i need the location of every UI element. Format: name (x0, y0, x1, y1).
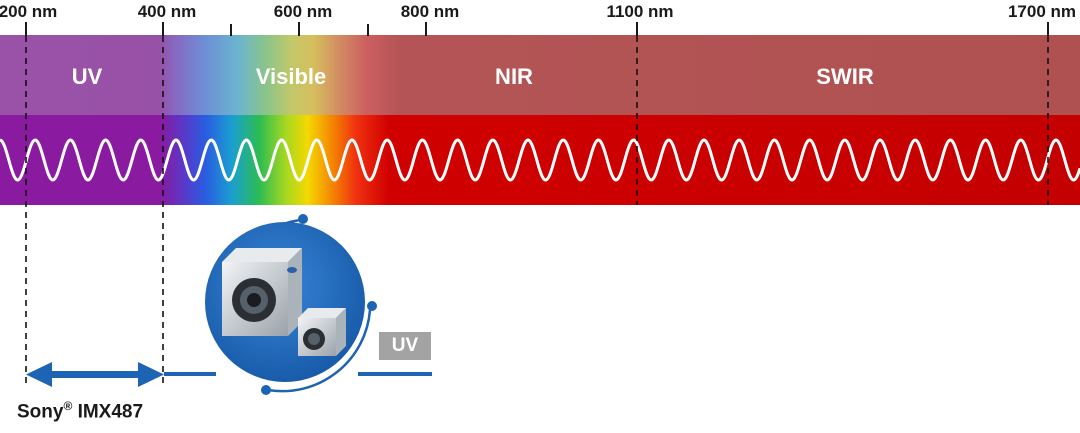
boundary-lines (25, 36, 1049, 385)
camera-small (298, 308, 346, 356)
band-label-nir: NIR (495, 64, 533, 89)
range-connector-right (358, 372, 432, 376)
range-connector-left (164, 372, 216, 376)
band-label-uv: UV (71, 64, 103, 89)
band-label-visible: Visible (255, 64, 327, 89)
sensor-model: IMX487 (77, 401, 144, 423)
uv-badge: UV (379, 332, 431, 360)
tick-label-1700nm: 1700 nm (1007, 2, 1077, 21)
camera-product-disc (205, 214, 377, 395)
tick-label-600nm: 600 nm (273, 2, 333, 21)
spectrum-wave-band (0, 115, 1080, 205)
axis-ticks (25, 22, 1049, 36)
registered-mark: ® (63, 399, 73, 413)
wave-line (0, 138, 1080, 182)
tick-label-200nm: 200 nm (0, 2, 58, 21)
camera-large (222, 248, 302, 336)
sensor-name: Sony (17, 401, 64, 423)
sensor-label: Sony® IMX487 (17, 399, 143, 423)
spectrum-label-band (0, 35, 1080, 115)
tick-label-800nm: 800 nm (400, 2, 460, 21)
band-label-swir: SWIR (816, 64, 874, 89)
tick-label-1100nm: 1100 nm (606, 2, 674, 21)
sensor-range-arrow (26, 362, 164, 387)
tick-label-400nm: 400 nm (137, 2, 197, 21)
